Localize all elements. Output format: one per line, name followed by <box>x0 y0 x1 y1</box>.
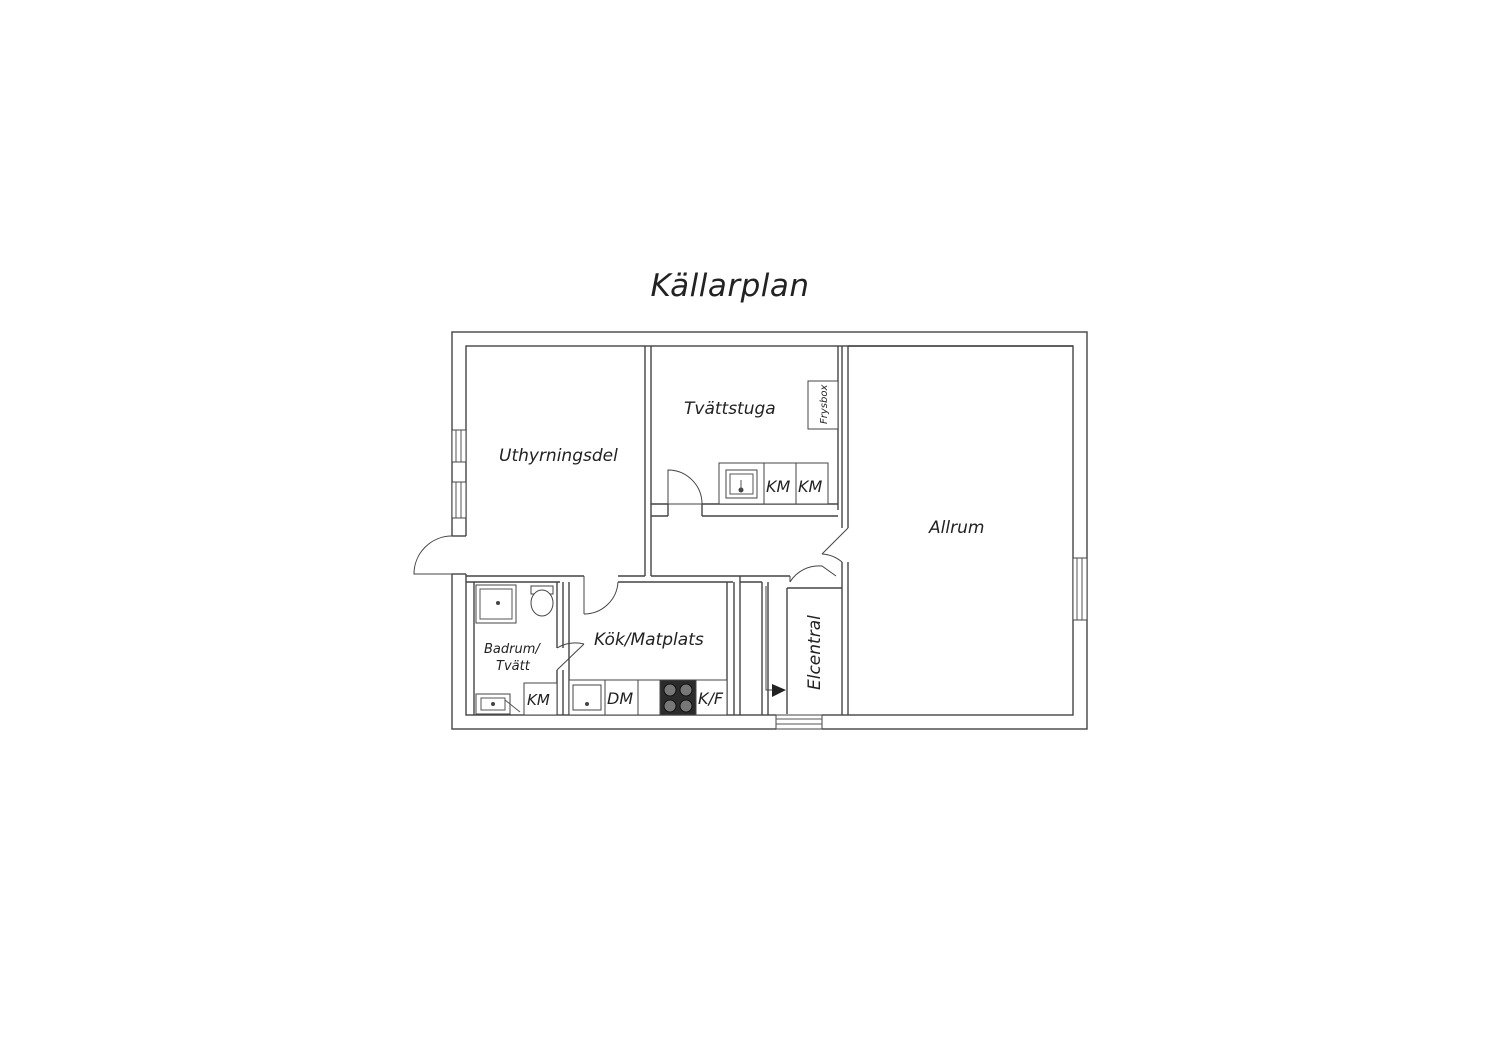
km-label-1: KM <box>766 477 790 496</box>
frysbox-label: Frysbox <box>819 385 830 424</box>
window-left-upper <box>451 429 467 463</box>
washing-machine-1: KM <box>763 462 797 505</box>
hallway <box>651 575 790 715</box>
entrance-door <box>413 535 467 575</box>
outer-walls <box>451 331 1088 730</box>
bottom-door <box>775 714 823 730</box>
stair-arrow <box>765 586 786 697</box>
bathroom-washing-machine: KM <box>523 682 558 716</box>
dishwasher: DM <box>604 679 639 716</box>
stove <box>659 679 697 716</box>
window-left-lower <box>451 481 467 519</box>
room-label-tvattstuga: Tvättstuga <box>684 399 776 419</box>
room-elcentral <box>786 565 842 715</box>
km-label-2: KM <box>798 477 822 496</box>
kitchen-sink <box>568 679 606 716</box>
frysbox: Frysbox <box>807 380 839 430</box>
room-label-kok: Kök/Matplats <box>594 630 704 650</box>
room-label-badrum-2: Tvätt <box>496 659 531 674</box>
kf-label: K/F <box>698 689 724 708</box>
fridge-freezer: K/F <box>695 679 728 716</box>
washing-machine-2: KM <box>795 462 829 505</box>
counter-space <box>637 679 661 716</box>
shower <box>475 584 517 624</box>
tvattstuga-sink <box>718 462 765 505</box>
window-right <box>1072 557 1088 621</box>
plan-title: Källarplan <box>650 268 810 304</box>
dm-label: DM <box>607 689 633 708</box>
km-label-bath: KM <box>527 691 550 709</box>
room-label-uthyrningsdel: Uthyrningsdel <box>499 446 618 466</box>
room-label-allrum: Allrum <box>928 518 984 538</box>
room-label-badrum-1: Badrum/ <box>484 642 541 657</box>
bathroom-sink <box>475 693 521 715</box>
toilet <box>530 585 554 617</box>
room-label-elcentral: Elcentral <box>805 615 825 690</box>
room-uthyrningsdel <box>466 346 733 583</box>
